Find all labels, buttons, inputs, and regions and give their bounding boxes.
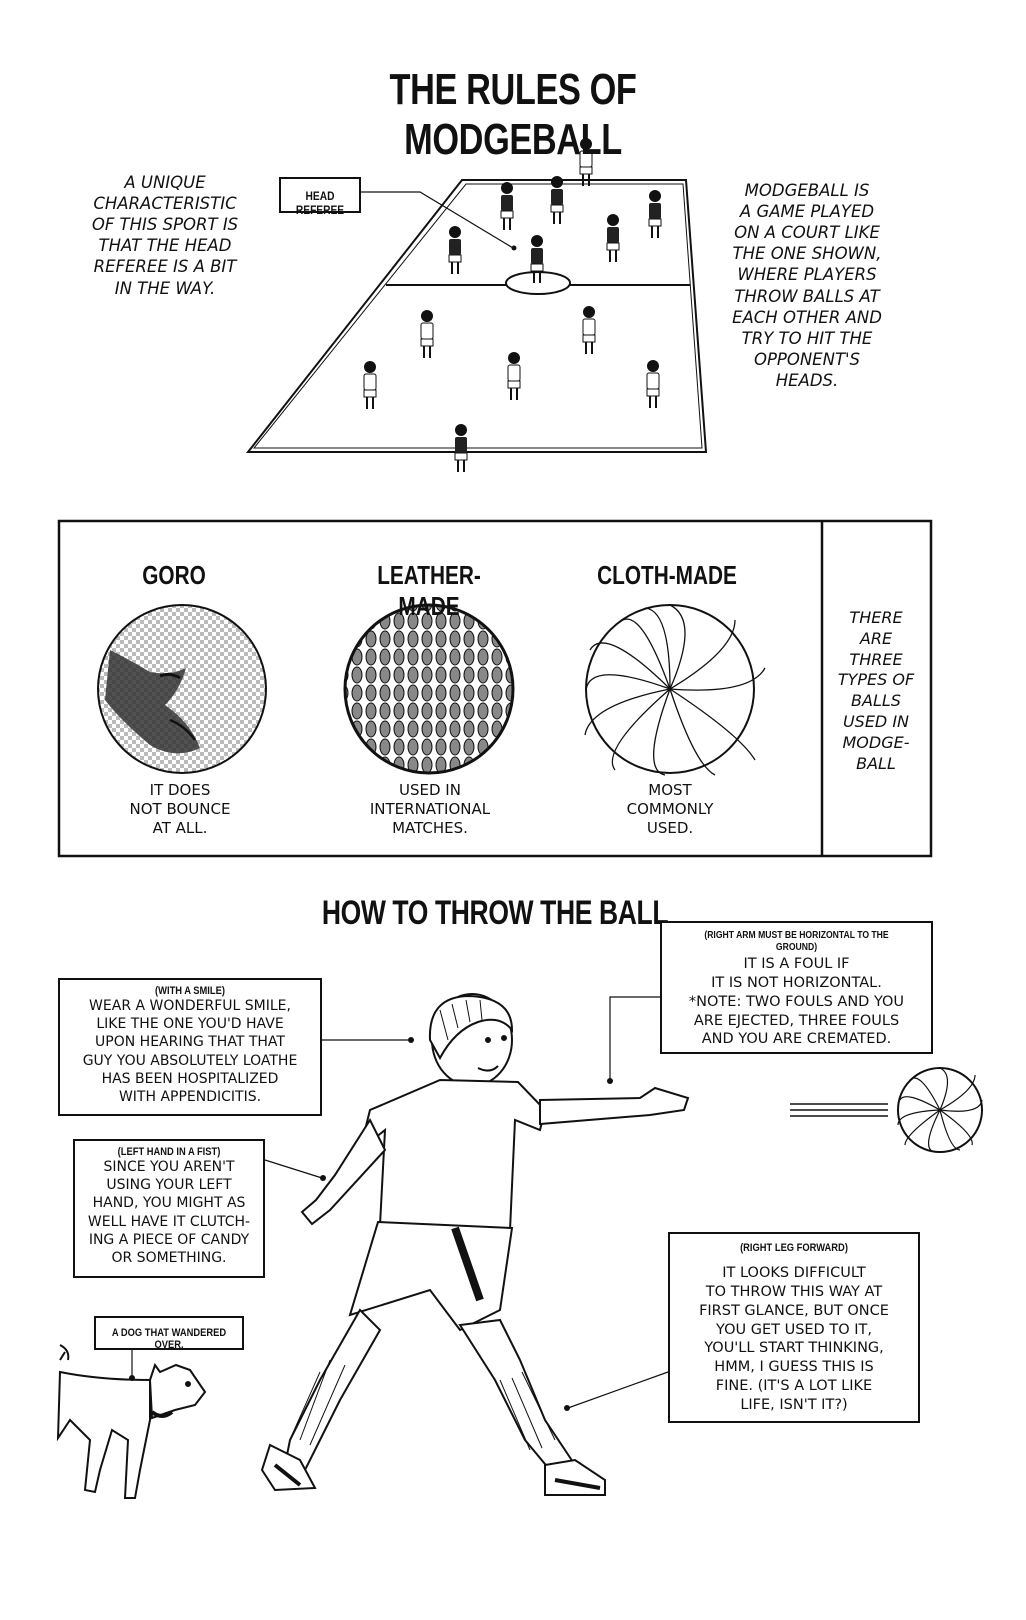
dog-label: A DOG THAT WANDERED OVER. <box>111 1327 227 1351</box>
leather-ball-icon <box>343 603 515 775</box>
cloth-ball-icon <box>584 604 766 776</box>
head-referee-label: HEAD REFEREE <box>295 189 345 217</box>
ball-title-goro: GORO <box>142 560 206 590</box>
leg-note-label: (RIGHT LEG FORWARD) <box>740 1242 848 1254</box>
ball-caption-leather: USED IN INTERNATIONAL MATCHES. <box>369 781 491 838</box>
ball-types-side-caption: THERE ARE THREE TYPES OF BALLS USED IN M… <box>837 608 915 773</box>
dog-label-box: A DOG THAT WANDERED OVER. <box>94 1316 244 1351</box>
fist-note-text: SINCE YOU AREN'T USING YOUR LEFT HAND, Y… <box>87 1159 251 1266</box>
ball-types-panel <box>57 519 933 858</box>
leg-note-box: (RIGHT LEG FORWARD) IT LOOKS DIFFICULT T… <box>668 1232 920 1423</box>
ball-title-leather: LEATHER-MADE <box>377 560 481 621</box>
court-left-caption: A UNIQUE CHARACTERISTIC OF THIS SPORT IS… <box>91 173 239 298</box>
fist-note-label: (LEFT HAND IN A FIST) <box>117 1146 221 1158</box>
arm-note-text: IT IS A FOUL IF IT IS NOT HORIZONTAL. *N… <box>688 956 905 1048</box>
arm-note-box: (RIGHT ARM MUST BE HORIZONTAL TO THE GRO… <box>660 921 933 1054</box>
arm-note-label: (RIGHT ARM MUST BE HORIZONTAL TO THE GRO… <box>704 929 889 953</box>
page-title: THE RULES OF MODGEBALL <box>389 65 637 164</box>
fist-note-box: (LEFT HAND IN A FIST) SINCE YOU AREN'T U… <box>73 1139 265 1278</box>
ball-caption-goro: IT DOES NOT BOUNCE AT ALL. <box>129 781 231 838</box>
goro-ball-icon <box>97 604 267 774</box>
thrown-ball-icon <box>790 1067 983 1153</box>
ball-title-cloth: CLOTH-MADE <box>597 560 737 590</box>
ball-caption-cloth: MOST COMMONLY USED. <box>626 781 714 838</box>
smile-note-label: (WITH A SMILE) <box>155 985 225 997</box>
thrower-figure <box>260 993 690 1496</box>
leg-note-text: IT LOOKS DIFFICULT TO THROW THIS WAY AT … <box>699 1265 889 1413</box>
smile-note-text: WEAR A WONDERFUL SMILE, LIKE THE ONE YOU… <box>82 998 298 1105</box>
modgeball-court <box>245 179 708 453</box>
court-right-caption: MODGEBALL IS A GAME PLAYED ON A COURT LI… <box>732 181 882 390</box>
head-referee-label-box: HEAD REFEREE <box>279 177 361 217</box>
smile-note-box: (WITH A SMILE) WEAR A WONDERFUL SMILE, L… <box>58 978 322 1116</box>
head-referee-pointer <box>360 191 514 249</box>
pointer-lines <box>131 996 669 1409</box>
throw-section-title: HOW TO THROW THE BALL <box>321 894 669 932</box>
dog-figure <box>56 1344 207 1499</box>
